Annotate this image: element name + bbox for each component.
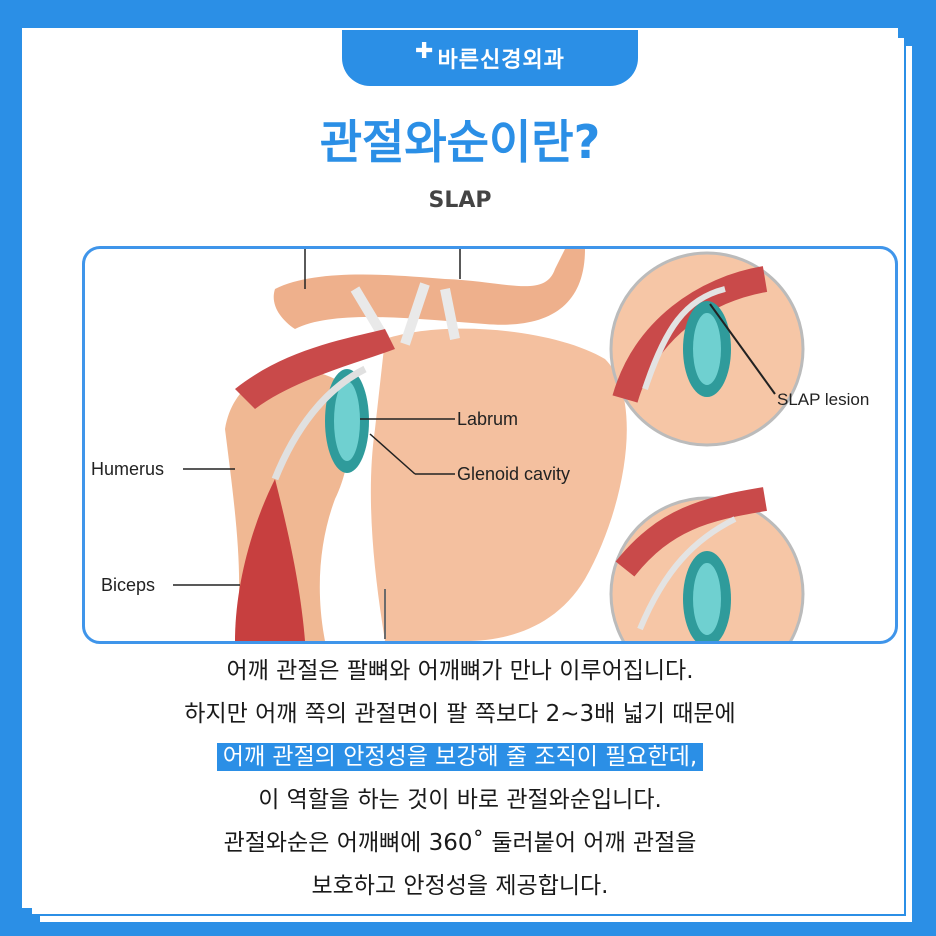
body-text: 어깨 관절은 팔뼈와 어깨뼈가 만나 이루어집니다. 하지만 어깨 쪽의 관절면…	[22, 650, 898, 908]
scapula-shape	[370, 328, 627, 641]
info-card: ✚ 바른신경외과 관절와순이란? SLAP	[22, 28, 898, 908]
cross-icon: ✚	[415, 38, 434, 64]
shoulder-illustration: Labrum Glenoid cavity Humerus Biceps SLA…	[91, 249, 869, 641]
body-line-6: 보호하고 안정성을 제공합니다.	[311, 873, 609, 899]
acromion-shape	[273, 249, 585, 329]
label-biceps: Biceps	[101, 575, 155, 595]
body-line-3-highlight: 어깨 관절의 안정성을 보강해 줄 조직이 필요한데,	[216, 743, 704, 771]
label-humerus: Humerus	[91, 459, 164, 479]
label-slap-lesion: SLAP lesion	[777, 390, 869, 409]
body-line-4: 이 역할을 하는 것이 바로 관절와순입니다.	[258, 787, 662, 813]
biceps-shape	[235, 479, 305, 641]
page-subtitle: SLAP	[428, 188, 492, 213]
shoulder-anatomy-figure: Labrum Glenoid cavity Humerus Biceps SLA…	[82, 246, 898, 644]
label-labrum: Labrum	[457, 409, 518, 429]
brand-name: 바른신경외과	[437, 47, 565, 73]
muscle-shape	[235, 329, 395, 409]
page-title: 관절와순이란?	[319, 115, 601, 169]
label-glenoid-cavity: Glenoid cavity	[457, 464, 570, 484]
body-line-1: 어깨 관절은 팔뼈와 어깨뼈가 만나 이루어집니다.	[226, 658, 694, 684]
brand-tab: ✚ 바른신경외과	[342, 30, 638, 86]
inset-top	[609, 251, 805, 447]
body-line-5: 관절와순은 어깨뼈에 360˚ 둘러붙어 어깨 관절을	[223, 830, 697, 856]
body-line-3-wrap: 어깨 관절의 안정성을 보강해 줄 조직이 필요한데,	[22, 736, 898, 779]
body-line-2: 하지만 어깨 쪽의 관절면이 팔 쪽보다 2~3배 넓기 때문에	[184, 701, 736, 727]
inset-bottom	[609, 487, 805, 641]
